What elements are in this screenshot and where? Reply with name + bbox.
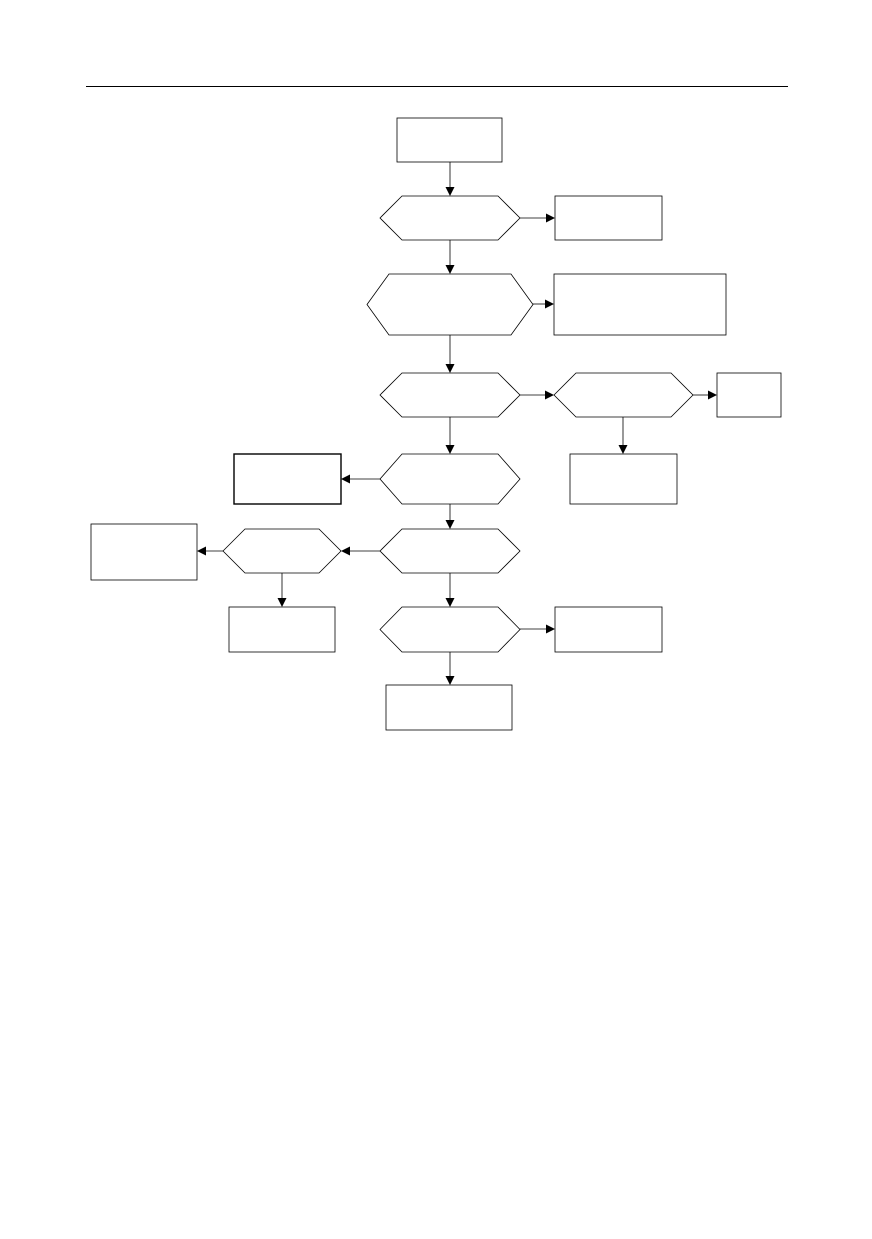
arrowhead-icon: [618, 445, 628, 454]
arrowhead-icon: [197, 546, 206, 556]
flow-arrow-d2-d3: [445, 335, 455, 373]
flow-arrow-d4-n5: [618, 417, 628, 454]
arrowhead-icon: [546, 213, 555, 223]
flow-arrow-d2-n3: [533, 299, 554, 309]
process-shape: [385, 684, 513, 731]
process-node-n4: [716, 372, 782, 418]
decision-shape: [379, 453, 521, 505]
flow-arrow-d6-d8: [445, 573, 455, 607]
process-shape: [569, 453, 678, 505]
decision-node-d4: [553, 372, 694, 418]
flow-arrow-d5-d6: [445, 504, 455, 529]
process-node-n6: [233, 453, 342, 505]
flow-arrow-d8-n10: [445, 652, 455, 685]
flow-arrow-d8-n9: [520, 624, 555, 634]
arrowhead-icon: [708, 390, 717, 400]
flow-arrow-d3-d4: [520, 390, 554, 400]
process-node-n3: [553, 273, 727, 336]
decision-shape: [379, 195, 521, 241]
decision-shape: [553, 372, 694, 418]
process-shape: [233, 453, 342, 505]
header-rule: [86, 86, 788, 87]
flow-arrow-d1-d2: [445, 240, 455, 274]
decision-node-d2: [366, 273, 534, 336]
flow-arrow-d3-d5: [445, 417, 455, 454]
process-node-n8: [228, 606, 336, 653]
process-shape: [90, 523, 198, 581]
decision-node-d7: [222, 528, 342, 574]
flow-arrow-d5-n6: [341, 474, 380, 484]
process-shape: [554, 606, 663, 653]
process-shape: [396, 117, 503, 163]
decision-node-d3: [379, 372, 521, 418]
arrowhead-icon: [341, 474, 350, 484]
process-shape: [716, 372, 782, 418]
arrowhead-icon: [341, 546, 350, 556]
decision-shape: [379, 528, 521, 574]
process-shape: [553, 273, 727, 336]
arrowhead-icon: [445, 265, 455, 274]
flow-arrow-n1-d1: [445, 162, 455, 196]
flow-arrow-d7-n8: [277, 573, 287, 607]
arrowhead-icon: [545, 390, 554, 400]
decision-shape: [366, 273, 534, 336]
decision-node-d6: [379, 528, 521, 574]
decision-shape: [379, 606, 521, 653]
arrowhead-icon: [445, 364, 455, 373]
decision-shape: [379, 372, 521, 418]
arrowhead-icon: [445, 187, 455, 196]
decision-node-d5: [379, 453, 521, 505]
flow-arrow-d1-n2: [520, 213, 555, 223]
arrowhead-icon: [545, 299, 554, 309]
process-node-n10: [385, 684, 513, 731]
arrowhead-icon: [445, 598, 455, 607]
flow-arrow-d4-n4: [693, 390, 717, 400]
arrowhead-icon: [546, 624, 555, 634]
process-node-n2: [554, 195, 663, 241]
process-shape: [554, 195, 663, 241]
flow-arrow-d7-n7: [197, 546, 223, 556]
process-shape: [228, 606, 336, 653]
process-node-n9: [554, 606, 663, 653]
process-node-n5: [569, 453, 678, 505]
arrowhead-icon: [445, 520, 455, 529]
process-node-n1: [396, 117, 503, 163]
arrowhead-icon: [445, 676, 455, 685]
decision-node-d8: [379, 606, 521, 653]
process-node-n7: [90, 523, 198, 581]
arrowhead-icon: [277, 598, 287, 607]
arrowhead-icon: [445, 445, 455, 454]
flow-arrow-d6-d7: [341, 546, 380, 556]
decision-shape: [222, 528, 342, 574]
decision-node-d1: [379, 195, 521, 241]
